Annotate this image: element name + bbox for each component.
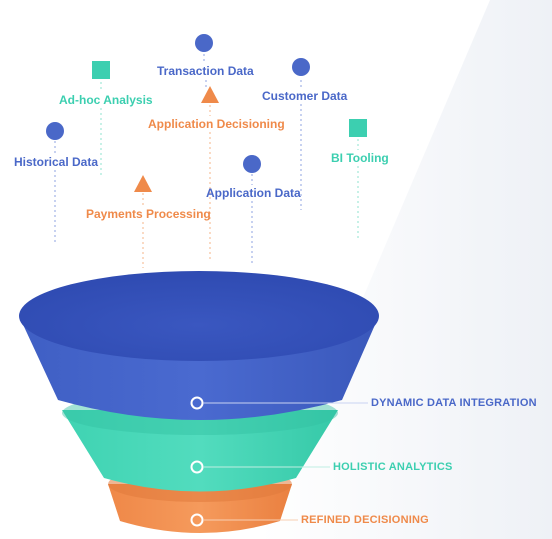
source-label-ad-hoc-analysis: Ad-hoc Analysis: [59, 93, 153, 107]
transaction-data-circle-icon: [195, 34, 213, 52]
background-shade: [260, 0, 552, 539]
source-label-customer-data: Customer Data: [262, 89, 348, 103]
bi-tooling-square-icon: [349, 119, 367, 137]
level-label-refined-decisioning: REFINED DECISIONING: [301, 514, 429, 526]
source-label-application-data: Application Data: [206, 186, 301, 200]
source-label-transaction-data: Transaction Data: [157, 64, 254, 78]
application-decisioning-triangle-icon: [201, 86, 219, 103]
ad-hoc-analysis-square-icon: [92, 61, 110, 79]
connector-lines: [54, 54, 359, 268]
level-marker-refined-decisioning: [190, 513, 204, 527]
level-label-dynamic-data-integration: DYNAMIC DATA INTEGRATION: [371, 397, 537, 409]
level-markers: [190, 396, 368, 527]
level-label-holistic-analytics: HOLISTIC ANALYTICS: [333, 461, 453, 473]
funnel-segment-teal: [62, 410, 338, 492]
application-data-circle-icon: [243, 155, 261, 173]
payments-processing-triangle-icon: [134, 175, 152, 192]
source-label-bi-tooling: BI Tooling: [331, 151, 389, 165]
source-label-historical-data: Historical Data: [14, 155, 99, 169]
source-label-application-decisioning: Application Decisioning: [148, 117, 285, 131]
funnel-top-opening: [19, 271, 379, 361]
level-marker-dynamic-data-integration: [190, 396, 204, 410]
customer-data-circle-icon: [292, 58, 310, 76]
historical-data-circle-icon: [46, 122, 64, 140]
source-label-payments-processing: Payments Processing: [86, 207, 211, 221]
level-marker-holistic-analytics: [190, 460, 204, 474]
